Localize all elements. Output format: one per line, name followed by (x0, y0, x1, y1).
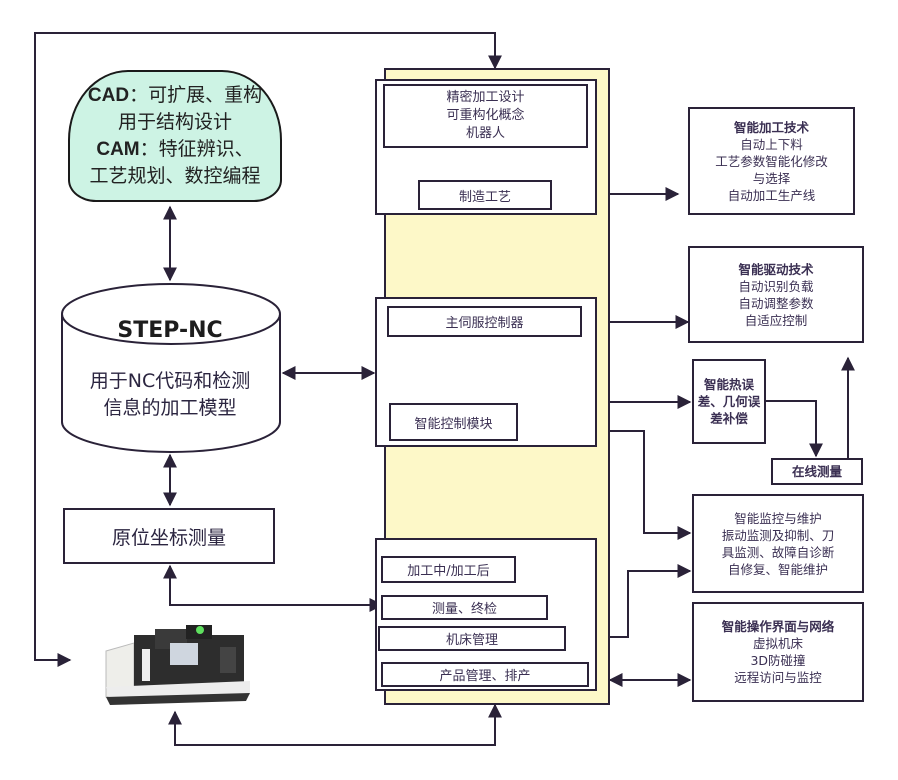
monitoring-line: 智能监控与维护 (734, 510, 822, 526)
stepnc-title: STEP-NC (117, 318, 223, 343)
connector-top-loop (34, 32, 502, 667)
product-mgmt-box[interactable]: 产品管理、排产 (381, 662, 589, 687)
smart-drive-line: 自适应控制 (744, 312, 808, 328)
smart-ctrl-label: 智能控制模块 (414, 416, 493, 432)
monitoring-box[interactable]: 智能监控与维护 振动监测及抑制、刀 具监测、故障自诊断 自修复、智能维护 (692, 494, 864, 593)
stepnc-description: 用于NC代码和检测 信息的加工模型 (62, 368, 278, 422)
cam-line: 工艺规划、数控编程 (89, 165, 261, 187)
thermal-line: 智能热误 (703, 377, 754, 392)
in-situ-measurement-box[interactable]: 原位坐标测量 (63, 508, 275, 564)
in-situ-label: 原位坐标测量 (111, 526, 226, 549)
online-measure-label: 在线测量 (791, 464, 842, 479)
measure-label: 测量、终检 (431, 602, 497, 617)
machine-mgmt-label: 机床管理 (445, 633, 498, 648)
smart-machining-line: 与选择 (752, 170, 791, 186)
interface-line: 远程访问与监控 (734, 670, 822, 685)
connector-insitu-measure (163, 564, 384, 612)
cad-cam-node[interactable]: CAD：可扩展、重构 用于结构设计 CAM：特征辨识、 工艺规划、数控编程 (68, 70, 282, 202)
design-line: 精密加工设计 (446, 90, 525, 105)
machining-label: 加工中/加工后 (407, 564, 490, 579)
smart-machining-line: 工艺参数智能化修改 (715, 153, 828, 169)
monitoring-line: 振动监测及抑制、刀 (721, 527, 835, 543)
smart-machining-title: 智能加工技术 (733, 119, 809, 135)
online-measurement-box[interactable]: 在线测量 (771, 458, 863, 485)
stepnc-desc-line: 用于NC代码和检测 (89, 370, 251, 392)
process-box[interactable]: 制造工艺 (418, 180, 552, 210)
cad-line: CAD：可扩展、重构 (87, 84, 263, 106)
thermal-line: 差、几何误 (697, 394, 761, 409)
interface-line: 虚拟机床 (752, 636, 803, 651)
smart-control-module-box[interactable]: 智能控制模块 (389, 403, 518, 441)
process-label: 制造工艺 (458, 189, 511, 205)
cam-line: CAM：特征辨识、 (96, 138, 254, 160)
smart-drive-box[interactable]: 智能驱动技术 自动识别负载 自动调整参数 自适应控制 (688, 246, 864, 343)
servo-label: 主伺服控制器 (445, 316, 524, 331)
stepnc-desc-line: 信息的加工模型 (103, 397, 237, 419)
design-box[interactable]: 精密加工设计 可重构化概念 机器人 (383, 84, 588, 148)
interface-title: 智能操作界面与网络 (721, 619, 835, 634)
smart-drive-title: 智能驱动技术 (738, 261, 814, 277)
machine-mgmt-box[interactable]: 机床管理 (378, 626, 566, 651)
thermal-line: 差补偿 (710, 411, 748, 426)
smart-machining-line: 自动上下料 (740, 136, 803, 152)
smart-machining-box[interactable]: 智能加工技术 自动上下料 工艺参数智能化修改 与选择 自动加工生产线 (688, 107, 855, 215)
interface-network-box[interactable]: 智能操作界面与网络 虚拟机床 3D防碰撞 远程访问与监控 (692, 602, 864, 702)
monitoring-line: 具监测、故障自诊断 (721, 544, 835, 560)
product-mgmt-label: 产品管理、排产 (439, 669, 531, 684)
connector-servo-monitoring (595, 424, 692, 540)
design-line: 可重构化概念 (446, 108, 525, 123)
servo-controller-box[interactable]: 主伺服控制器 (387, 306, 582, 337)
smart-drive-line: 自动调整参数 (738, 295, 814, 311)
connector-machine-bottom (168, 703, 502, 746)
cnc-machine-icon (105, 625, 250, 705)
database-cylinder-icon[interactable] (60, 280, 282, 456)
connector-thermal-online (766, 400, 823, 458)
design-line: 机器人 (465, 126, 505, 141)
measurement-box[interactable]: 测量、终检 (381, 595, 548, 620)
monitoring-line: 自修复、智能维护 (727, 561, 828, 577)
thermal-compensation-box[interactable]: 智能热误 差、几何误 差补偿 (692, 359, 766, 444)
smart-machining-line: 自动加工生产线 (727, 187, 816, 203)
smart-drive-line: 自动识别负载 (738, 278, 814, 294)
cad-line: 用于结构设计 (117, 111, 232, 133)
interface-line: 3D防碰撞 (750, 653, 806, 668)
machining-box[interactable]: 加工中/加工后 (381, 556, 516, 583)
